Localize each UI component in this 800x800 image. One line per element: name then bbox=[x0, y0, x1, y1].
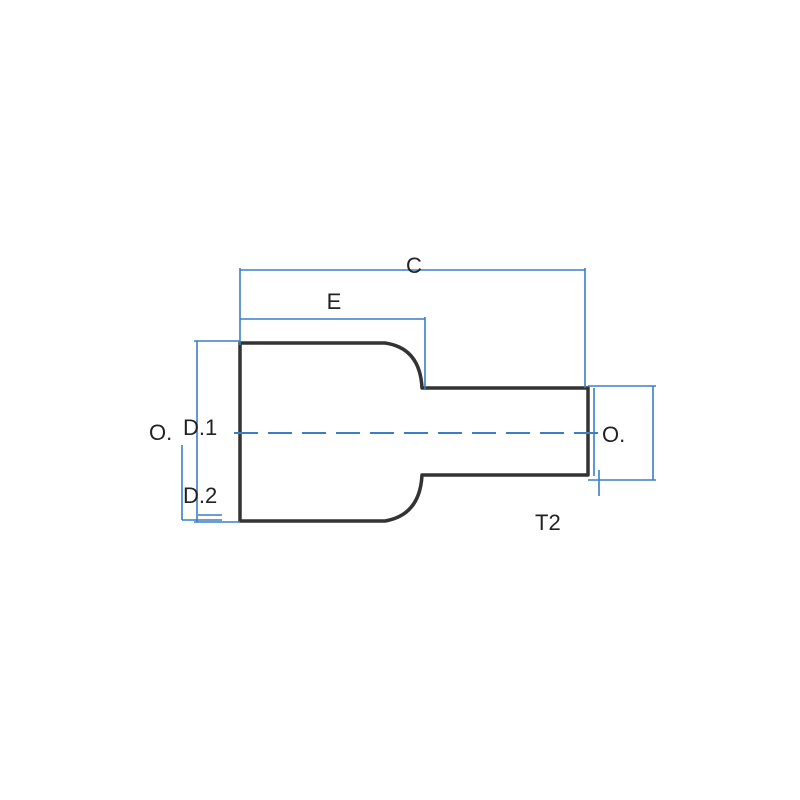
label-e: E bbox=[327, 289, 342, 314]
dimension-c: C bbox=[239, 253, 586, 388]
label-od1-prefix: O. bbox=[149, 420, 172, 445]
label-d2: D.2 bbox=[183, 483, 217, 508]
dimension-e: E bbox=[240, 289, 426, 390]
dimension-od2: O. T2 bbox=[535, 385, 656, 535]
label-c: C bbox=[406, 253, 422, 278]
label-od1: D.1 bbox=[183, 415, 217, 440]
dimension-od1: O. D.1 bbox=[149, 340, 240, 523]
dimension-d2: D.2 bbox=[181, 445, 222, 521]
part-outline bbox=[238, 341, 590, 523]
label-t2: T2 bbox=[535, 510, 561, 535]
label-od2-prefix: O. bbox=[602, 422, 625, 447]
